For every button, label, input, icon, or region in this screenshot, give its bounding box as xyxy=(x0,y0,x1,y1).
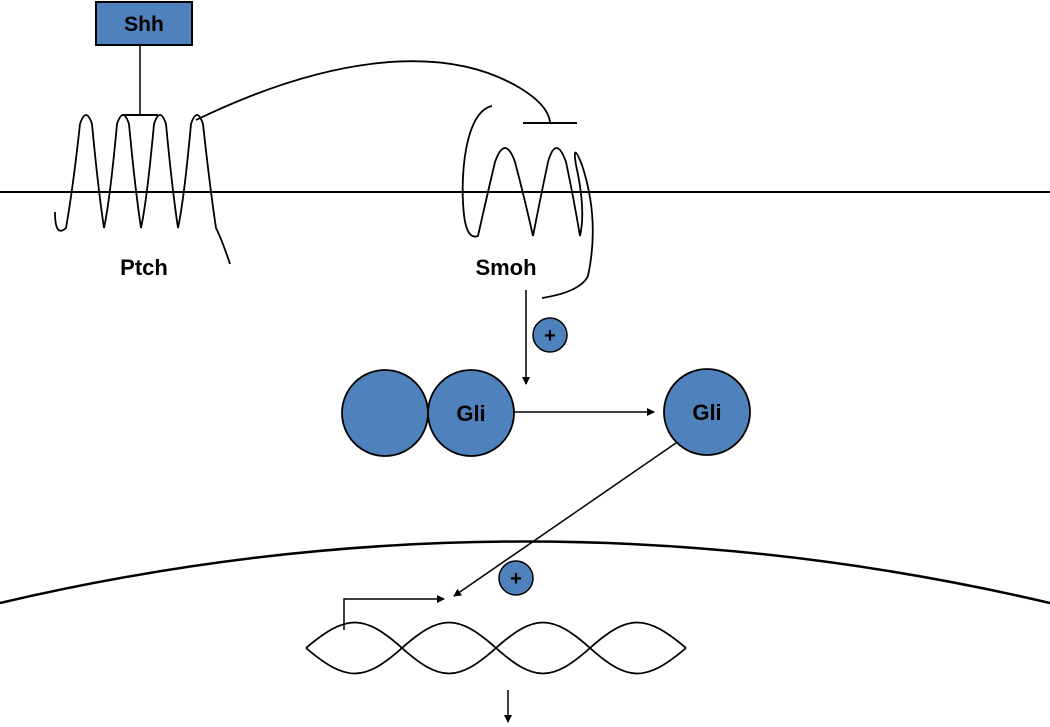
shh-box xyxy=(95,1,193,46)
ptch-label: Ptch xyxy=(120,255,168,280)
smoh-label: Smoh xyxy=(475,255,536,280)
transcription-start-arrow xyxy=(343,595,445,630)
plus-badge-1 xyxy=(532,317,568,353)
gli-free-label: Gli xyxy=(692,400,721,425)
gli-bound-circle xyxy=(427,369,515,457)
plus-badge-2 xyxy=(498,560,534,596)
gli-free-circle xyxy=(663,368,751,456)
smoh-receptor xyxy=(461,105,594,299)
plus-label-2: + xyxy=(510,568,522,590)
shh-label: Shh xyxy=(124,13,164,36)
gli-nuclear-arrow xyxy=(453,442,677,597)
dna-strand-2 xyxy=(305,621,687,675)
gli-bound-label: Gli xyxy=(456,401,485,426)
gli-partner-circle xyxy=(341,369,429,457)
nuclear-membrane xyxy=(0,540,1050,605)
plus-label-1: + xyxy=(544,325,556,347)
ptch-inhibition-line xyxy=(195,60,551,123)
ptch-receptor xyxy=(54,114,231,265)
